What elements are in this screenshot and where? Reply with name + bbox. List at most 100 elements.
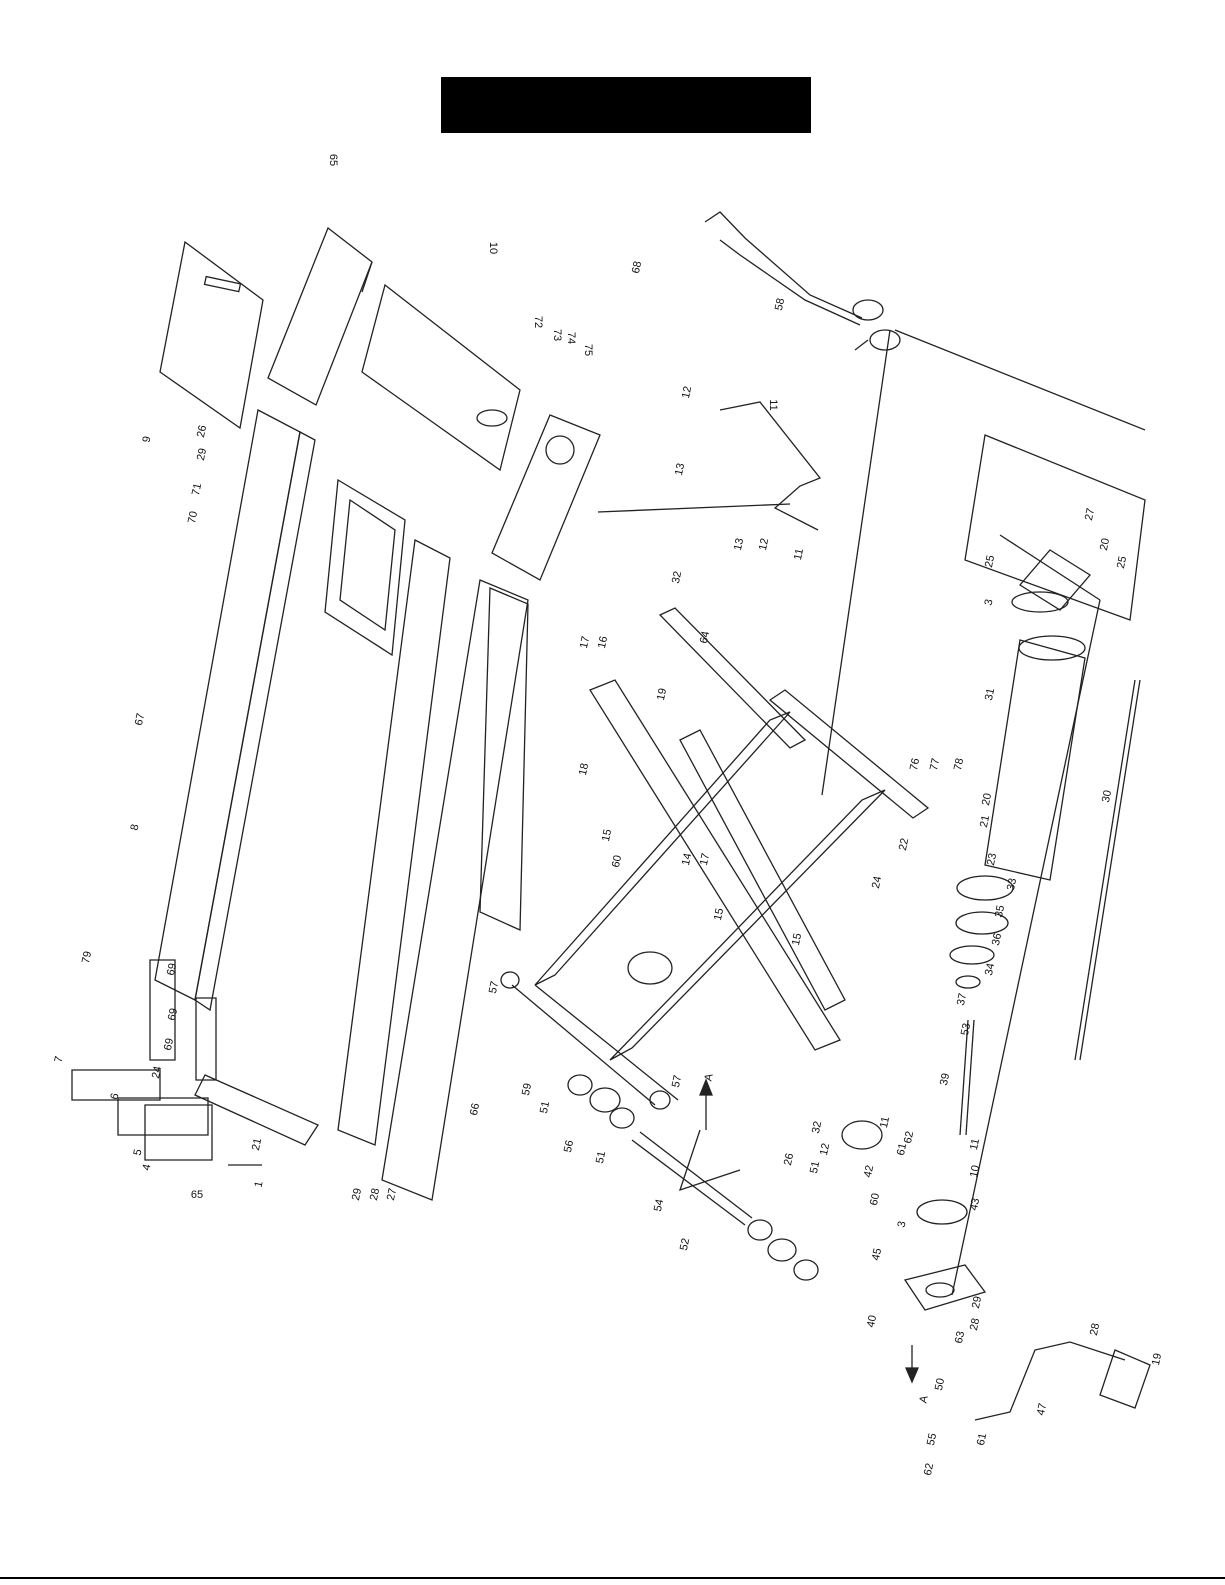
foot-6 — [117, 1097, 209, 1136]
part-label-60: 60 — [610, 854, 624, 868]
part-label-20: 20 — [980, 792, 994, 806]
part-label-5: 5 — [132, 1148, 145, 1156]
deck-panel-9 — [159, 240, 264, 430]
part-label-60: 60 — [868, 1192, 882, 1206]
side-rail-inner — [479, 587, 529, 931]
part-label-39: 39 — [938, 1072, 952, 1086]
part-label-59: 59 — [520, 1082, 534, 1096]
part-label-32: 32 — [810, 1120, 824, 1134]
part-label-8: 8 — [129, 823, 142, 831]
part-label-12: 12 — [680, 385, 694, 399]
part-label-25: 25 — [983, 554, 997, 568]
title-bar — [441, 77, 811, 133]
part-label-10: 10 — [968, 1164, 982, 1178]
part-label-54: 54 — [652, 1198, 666, 1212]
part-label-23: 23 — [985, 852, 999, 866]
part-label-12: 12 — [757, 537, 771, 551]
tube-76 — [768, 689, 930, 819]
part-label-36: 36 — [990, 932, 1004, 946]
part-label-33: 33 — [1005, 877, 1019, 891]
part-label-11: 11 — [878, 1116, 892, 1130]
part-label-32: 32 — [670, 570, 684, 584]
part-label-63: 63 — [953, 1330, 967, 1344]
part-label-37: 37 — [955, 992, 969, 1006]
part-label-56: 56 — [562, 1139, 576, 1153]
part-label-A: A — [917, 1394, 930, 1404]
part-label-21: 21 — [250, 1137, 264, 1151]
part-label-14: 14 — [680, 852, 694, 866]
part-label-11: 11 — [968, 1138, 982, 1152]
part-label-3: 3 — [896, 1220, 909, 1228]
part-label-15: 15 — [790, 932, 804, 946]
side-rail-66 — [337, 538, 451, 1146]
part-label-3: 3 — [983, 598, 996, 606]
part-label-74: 74 — [565, 332, 577, 344]
part-label-29: 29 — [195, 447, 209, 461]
part-label-51: 51 — [808, 1160, 822, 1174]
part-label-9: 9 — [141, 435, 154, 443]
part-label-62: 62 — [902, 1130, 916, 1144]
part-label-51: 51 — [594, 1150, 608, 1164]
part-label-62: 62 — [922, 1462, 936, 1476]
part-label-71: 71 — [190, 482, 204, 496]
part-label-66: 66 — [468, 1102, 482, 1116]
part-label-42: 42 — [862, 1164, 876, 1178]
pedal-48 — [1099, 1349, 1151, 1409]
cover-68 — [491, 414, 601, 581]
part-label-27: 27 — [385, 1187, 399, 1201]
part-label-69: 69 — [165, 962, 179, 976]
panel-handle-slot — [203, 275, 242, 293]
wheel-51a — [567, 1074, 593, 1096]
part-label-12: 12 — [818, 1142, 832, 1156]
upright-post-left — [149, 959, 176, 1061]
part-label-67: 67 — [133, 712, 147, 726]
panel-rect — [964, 434, 1146, 621]
part-label-10: 10 — [487, 242, 499, 254]
part-label-19: 19 — [1150, 1352, 1164, 1366]
part-label-34: 34 — [983, 962, 997, 976]
part-label-24: 24 — [870, 875, 884, 889]
part-label-11: 11 — [767, 399, 779, 410]
scissor-arm-24 — [679, 729, 846, 1011]
part-label-79: 79 — [80, 950, 94, 964]
part-label-58: 58 — [773, 297, 787, 311]
part-label-26: 26 — [782, 1152, 796, 1166]
part-label-20: 20 — [1098, 537, 1112, 551]
parts-linework — [71, 211, 1151, 1421]
part-label-73: 73 — [551, 329, 563, 341]
part-label-11: 11 — [792, 548, 806, 562]
part-label-28: 28 — [1088, 1322, 1102, 1336]
roller-tube-31 — [984, 639, 1086, 881]
upright-post-right — [195, 997, 217, 1081]
base-plate-45 — [903, 1264, 987, 1311]
part-label-65: 65 — [327, 154, 339, 166]
wheel-56 — [589, 1087, 621, 1113]
tube-64 — [658, 607, 807, 749]
part-label-69: 69 — [166, 1007, 180, 1021]
bracket-70 — [324, 478, 406, 657]
part-label-78: 78 — [952, 757, 966, 771]
part-label-16: 16 — [596, 635, 610, 649]
motor-cover-10 — [361, 283, 521, 472]
part-label-6: 6 — [109, 1092, 122, 1100]
roller-bracket-5 — [144, 1104, 213, 1161]
part-label-24: 24 — [150, 1065, 164, 1079]
handlebar-58 — [704, 211, 863, 319]
part-label-40: 40 — [865, 1314, 879, 1328]
part-label-22: 22 — [897, 837, 911, 851]
bracket-70-inner — [339, 498, 396, 632]
part-label-77: 77 — [928, 757, 942, 771]
part-label-57: 57 — [670, 1074, 684, 1088]
part-label-15: 15 — [600, 828, 614, 842]
part-label-76: 76 — [908, 757, 922, 771]
part-label-4: 4 — [141, 1163, 154, 1171]
foot-7 — [71, 1069, 161, 1101]
part-label-47: 47 — [1035, 1402, 1049, 1416]
scissor-cross-a — [534, 711, 791, 986]
wheel-51b — [609, 1107, 635, 1129]
part-label-43: 43 — [968, 1197, 982, 1211]
part-label-29: 29 — [350, 1187, 364, 1201]
part-label-15: 15 — [712, 907, 726, 921]
